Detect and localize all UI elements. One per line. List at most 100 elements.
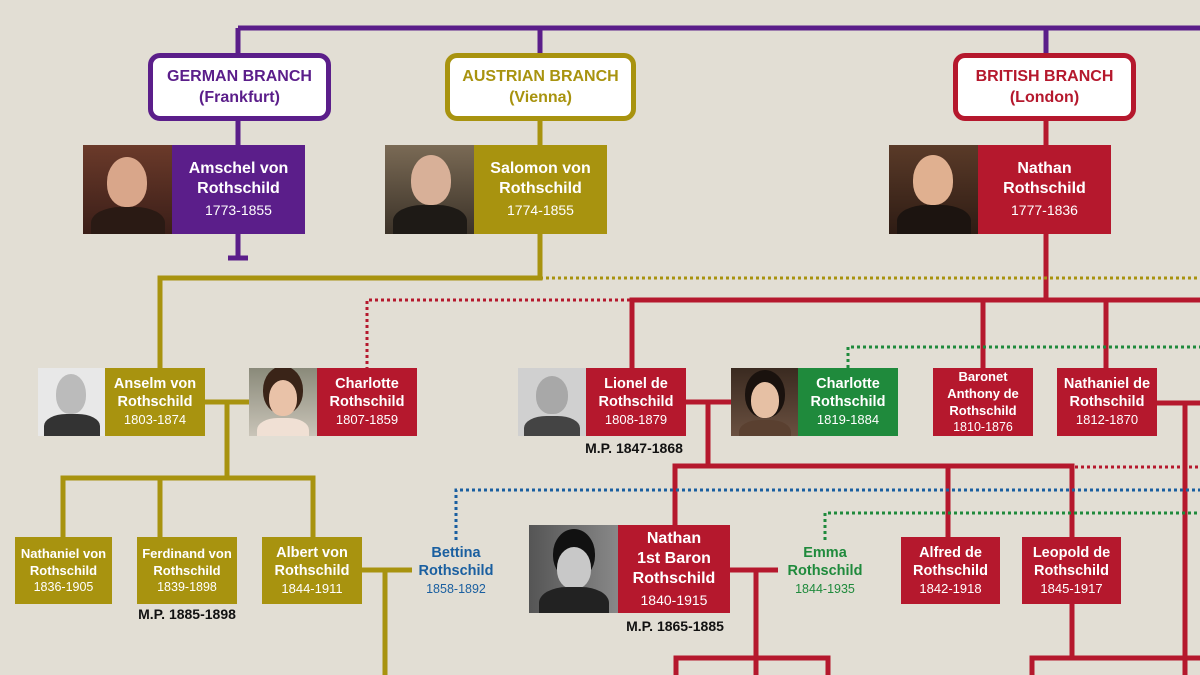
person-name: Rothschild	[29, 563, 98, 578]
person-name: Nathan	[646, 529, 702, 547]
branch-name: BRITISH BRANCH	[975, 68, 1114, 85]
person-name: Rothschild	[197, 180, 280, 197]
leopold-line	[1029, 604, 1200, 675]
person-years: 1810-1876	[953, 420, 1013, 434]
person-years: 1858-1892	[426, 582, 486, 596]
person-name: Alfred de	[919, 544, 982, 561]
person-name: Rothschild	[329, 394, 405, 410]
person-lionel: Lionel de Rothschild 1808-1879	[586, 368, 686, 436]
portrait-charlotte-1819	[731, 368, 798, 436]
branch-name: AUSTRIAN BRANCH	[462, 68, 619, 85]
person-name: Rothschild	[117, 394, 193, 410]
person-name: Emma	[803, 545, 847, 561]
lionel-mp-note: M.P. 1847-1868	[585, 440, 683, 456]
portrait-lionel	[518, 368, 586, 436]
person-years: 1777-1836	[1011, 202, 1078, 218]
anselm-family-line	[60, 399, 412, 675]
portrait-nathan	[889, 145, 978, 234]
portrait-charlotte-1807	[249, 368, 317, 436]
person-name: Charlotte	[335, 376, 399, 392]
nathan-baron-line	[673, 567, 831, 675]
person-name: Rothschild	[274, 562, 350, 579]
person-name: Anselm von	[113, 376, 197, 392]
person-years: 1807-1859	[335, 412, 399, 427]
portrait-amschel	[83, 145, 172, 234]
person-years: 1844-1911	[281, 580, 343, 596]
person-name: 1st Baron	[637, 549, 711, 567]
lionel-family-line	[672, 399, 1075, 537]
person-years: 1842-1918	[919, 580, 982, 596]
person-years: 1808-1879	[604, 412, 668, 427]
person-years: 1803-1874	[123, 412, 187, 427]
nathan-baron-mp-note: M.P. 1865-1885	[626, 618, 724, 634]
person-name: Rothschild	[1034, 562, 1109, 579]
ferdinand-mp-note: M.P. 1885-1898	[138, 606, 236, 622]
branch-city: (Frankfurt)	[199, 89, 280, 106]
person-name: Rothschild	[1069, 394, 1145, 410]
person-name: Rothschild	[598, 394, 674, 410]
person-name: Salomon von	[490, 160, 591, 177]
portrait-anselm	[38, 368, 105, 436]
emma-dotted-link	[823, 511, 1200, 540]
person-years: 1836-1905	[33, 580, 94, 594]
german-branch-header: GERMAN BRANCH (Frankfurt)	[148, 53, 331, 121]
person-name: Leopold de	[1032, 544, 1111, 561]
bettina-dotted-link	[454, 488, 1200, 540]
person-name: Amschel von	[188, 160, 289, 177]
person-name: Rothschild	[949, 403, 1017, 418]
branch-name: GERMAN BRANCH	[167, 68, 312, 85]
person-nathaniel-de: Nathaniel de Rothschild 1812-1870	[1057, 368, 1157, 436]
person-name: Rothschild	[632, 569, 716, 587]
top-branch-line	[235, 25, 1200, 55]
person-name: Rothschild	[810, 394, 886, 410]
person-name: Ferdinand von	[142, 546, 232, 561]
person-name: Rothschild	[153, 563, 221, 578]
person-years: 1844-1935	[795, 582, 855, 596]
person-years: 1774-1855	[507, 202, 574, 218]
person-years: 1839-1898	[157, 580, 217, 594]
austrian-line	[157, 120, 543, 370]
green-dotted-link	[846, 345, 1200, 368]
charlotte-dotted-link	[365, 298, 632, 370]
person-name: Rothschild	[787, 563, 863, 579]
person-years: 1845-1917	[1040, 580, 1103, 596]
nathaniel-de-line	[1157, 400, 1200, 675]
person-name: Nathaniel von	[20, 546, 107, 561]
person-name: Anthony de	[947, 386, 1019, 401]
person-name: Lionel de	[604, 376, 668, 392]
nathan-children-line	[629, 120, 1200, 370]
person-name: Baronet	[958, 369, 1008, 384]
person-name: Rothschild	[418, 563, 494, 579]
german-line	[228, 120, 248, 261]
person-years: 1819-1884	[816, 412, 880, 427]
portrait-nathan-baron	[529, 525, 618, 613]
austrian-branch-header: AUSTRIAN BRANCH (Vienna)	[445, 53, 636, 121]
branch-city: (Vienna)	[509, 89, 572, 106]
person-name: Nathaniel de	[1063, 376, 1151, 392]
person-years: 1773-1855	[205, 202, 272, 218]
person-years: 1840-1915	[640, 591, 708, 608]
person-name: Rothschild	[1003, 180, 1086, 197]
person-name: Rothschild	[913, 562, 988, 579]
person-name: Charlotte	[816, 376, 880, 392]
branch-city: (London)	[1009, 89, 1080, 106]
portrait-salomon	[385, 145, 474, 234]
person-years: 1812-1870	[1075, 412, 1139, 427]
person-name: Nathan	[1017, 160, 1072, 177]
